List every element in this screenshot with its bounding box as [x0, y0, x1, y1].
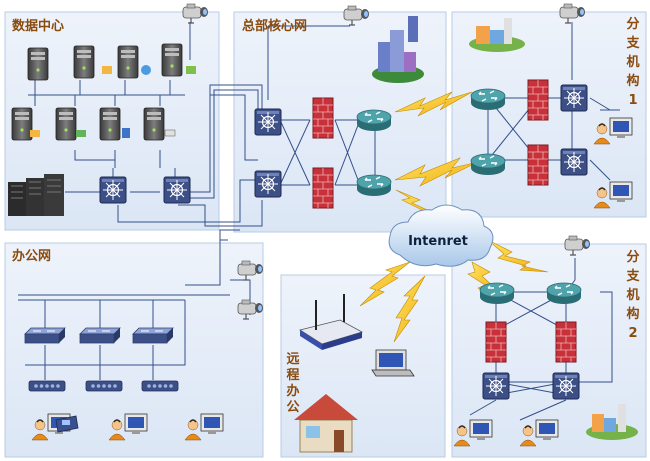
zone-label-office: 办公网 — [12, 248, 51, 264]
globe-icon — [141, 65, 151, 75]
folder-icon — [186, 66, 196, 74]
money-icon — [76, 130, 86, 137]
workgroup-switch-icon — [132, 327, 174, 344]
remote-devices — [294, 294, 415, 453]
hub-icon — [141, 380, 179, 392]
lightning-link-icon — [487, 239, 549, 273]
server-icon — [161, 43, 183, 77]
server-icon — [11, 107, 33, 141]
folder-icon — [102, 66, 112, 74]
server-icon — [143, 107, 165, 141]
printer-icon — [164, 129, 176, 137]
zone-label-char: 程 — [286, 368, 299, 383]
zone-label-headquarters: 总部核心网 — [242, 18, 307, 34]
server-icon — [117, 45, 139, 79]
firewall-icon — [527, 144, 549, 186]
firewall-icon — [312, 97, 334, 139]
zone-label-char: 分 — [626, 249, 639, 265]
zone-label-char: 构 — [626, 306, 639, 322]
cloud-label: Intenret — [408, 234, 468, 249]
server-icon — [73, 45, 95, 79]
layer3-switch-icon — [163, 176, 191, 204]
layer3-switch-icon — [482, 372, 510, 400]
server-icon — [27, 47, 49, 81]
zone-label-char: 分 — [626, 16, 639, 32]
zone-label-char: 2 — [628, 326, 637, 341]
hub-icon — [28, 380, 66, 392]
house-icon — [294, 394, 358, 453]
layer3-switch-icon — [254, 170, 282, 198]
layer3-switch-icon — [560, 84, 588, 112]
cloud-icon: Intenret — [388, 204, 494, 267]
layer3-switch-icon — [99, 176, 127, 204]
zone-label-char: 办 — [286, 383, 299, 399]
server-icon — [99, 107, 121, 141]
router-icon — [470, 88, 506, 111]
firewall-icon — [555, 321, 577, 363]
firewall-icon — [312, 167, 334, 209]
database-icon — [122, 128, 130, 138]
layer3-switch-icon — [552, 372, 580, 400]
zone-label-char: 构 — [626, 73, 639, 89]
firewall-icon — [485, 321, 507, 363]
firewall-icon — [527, 79, 549, 121]
layer3-switch-icon — [254, 108, 282, 136]
building-icon — [372, 16, 424, 83]
headquarters-devices — [254, 5, 424, 209]
zone-label-char: 远 — [286, 352, 299, 367]
lightning-link-icon — [393, 275, 426, 343]
router-icon — [479, 282, 515, 305]
lightning-link-icon — [359, 261, 411, 307]
building-icon — [586, 404, 638, 440]
branch1-devices — [469, 3, 633, 209]
storage-rack-icon — [8, 174, 64, 216]
router-icon — [546, 282, 582, 305]
branch2-devices — [453, 235, 638, 447]
zone-label-char: 公 — [286, 400, 299, 415]
building-icon — [469, 18, 525, 52]
server-icon — [55, 107, 77, 141]
zone-label-char: 支 — [625, 268, 640, 284]
zone-label-char: 1 — [628, 93, 637, 108]
workgroup-switch-icon — [79, 327, 121, 344]
hub-icon — [85, 380, 123, 392]
router-icon — [470, 153, 506, 176]
workgroup-switch-icon — [24, 327, 66, 344]
zone-label-char: 支 — [625, 35, 640, 51]
zone-label-datacenter: 数据中心 — [12, 18, 64, 34]
zone-label-char: 机 — [626, 287, 639, 303]
zone-label-char: 机 — [626, 54, 639, 70]
lightning-link-icon — [394, 91, 473, 117]
mail-icon — [30, 130, 40, 137]
wireless-router-icon — [298, 294, 364, 350]
datacenter-devices — [8, 3, 209, 216]
router-icon — [356, 109, 392, 132]
router-icon — [356, 174, 392, 197]
layer3-switch-icon — [560, 148, 588, 176]
